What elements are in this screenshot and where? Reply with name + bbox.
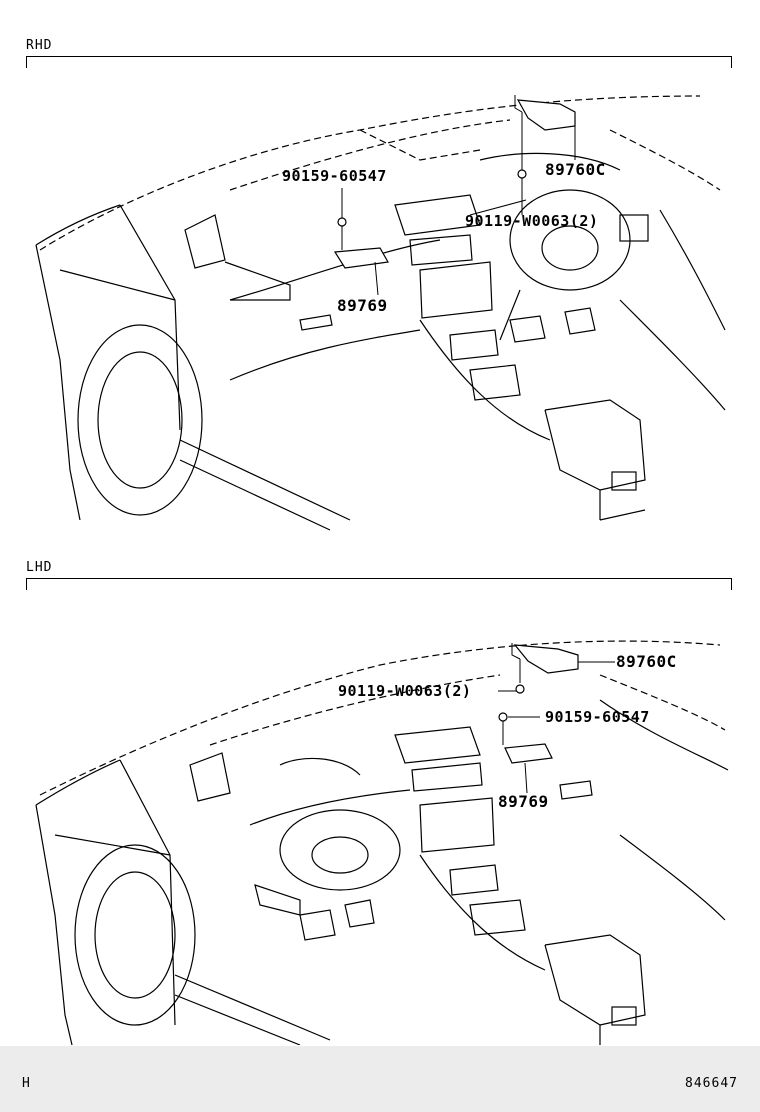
lhd-callout-relay-bracket: 89760C bbox=[616, 652, 677, 671]
footer-diagram-number: 846647 bbox=[685, 1076, 738, 1091]
lhd-section-label: LHD bbox=[26, 560, 53, 575]
lhd-callout-bolt: 90119-W0063(2) bbox=[338, 682, 472, 700]
rhd-panel: RHD bbox=[0, 0, 760, 550]
rhd-frame-tick-left bbox=[26, 56, 27, 68]
lhd-panel: LHD bbox=[0, 555, 760, 1045]
lhd-callout-screw: 90159-60547 bbox=[545, 708, 650, 726]
rhd-callout-bolt: 90119-W0063(2) bbox=[465, 212, 599, 230]
lhd-interior-drawing bbox=[35, 640, 729, 1045]
lhd-callout-sensor-unit: 89769 bbox=[498, 792, 549, 811]
lhd-frame-line bbox=[26, 578, 732, 579]
rhd-frame-line bbox=[26, 56, 732, 57]
rhd-callout-relay-bracket: 89760C bbox=[545, 160, 606, 179]
footer-left-code: H bbox=[22, 1076, 30, 1091]
footer-bar: H 846647 bbox=[0, 1046, 760, 1112]
rhd-section-label: RHD bbox=[26, 38, 53, 53]
rhd-callout-sensor-unit: 89769 bbox=[337, 296, 388, 315]
rhd-interior-drawing bbox=[35, 95, 726, 531]
rhd-frame-tick-right bbox=[731, 56, 732, 68]
lhd-frame-tick-right bbox=[731, 578, 732, 590]
lhd-frame-tick-left bbox=[26, 578, 27, 590]
rhd-callout-screw: 90159-60547 bbox=[282, 167, 387, 185]
